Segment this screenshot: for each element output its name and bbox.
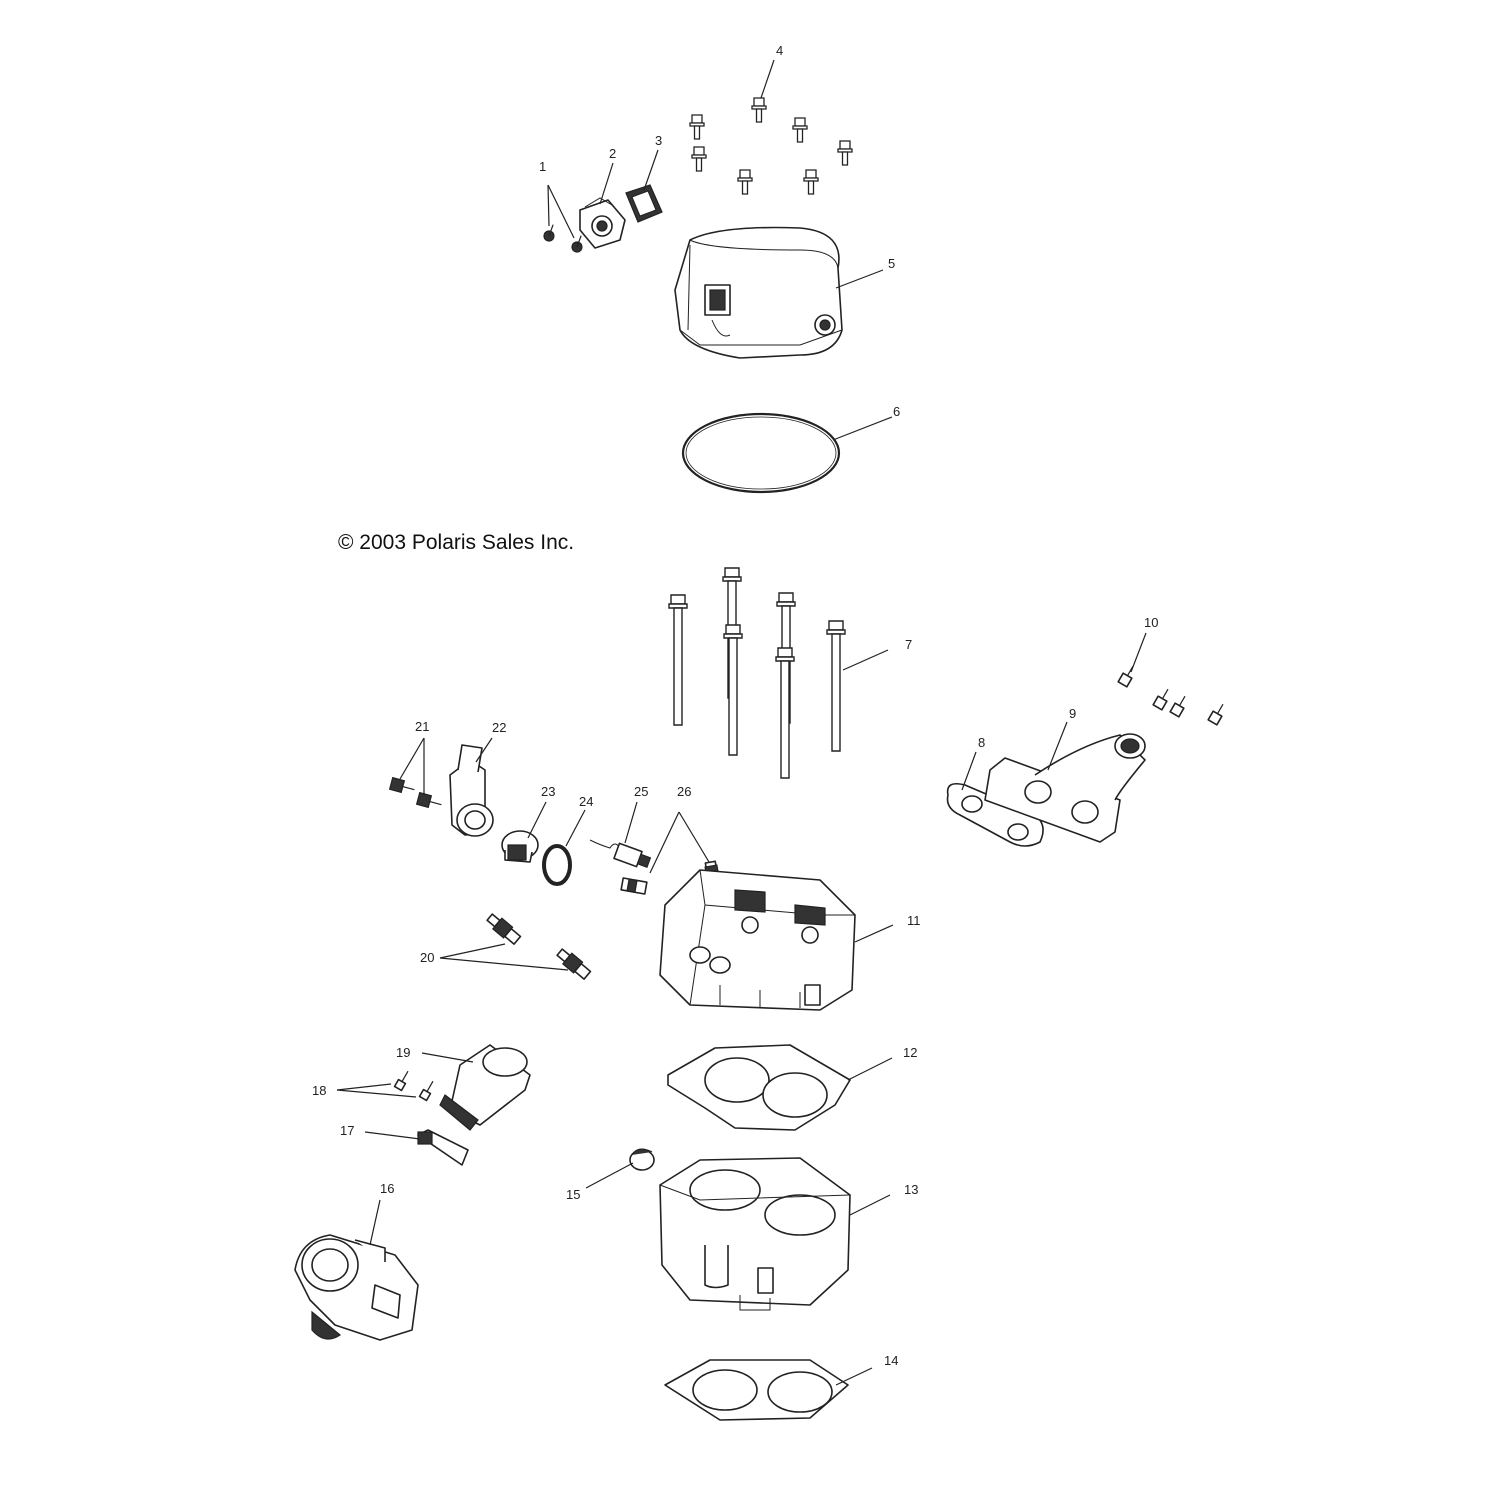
- exhaust-manifold: [984, 733, 1146, 843]
- plug: [629, 1148, 655, 1171]
- callout-12: 12: [903, 1045, 917, 1060]
- callout-25: 25: [634, 784, 648, 799]
- thermostat-seal: [542, 844, 572, 886]
- callout-2: 2: [609, 146, 616, 161]
- callout-20: 20: [420, 950, 434, 965]
- callout-10: 10: [1144, 615, 1158, 630]
- callout-7: 7: [905, 637, 912, 652]
- callout-14: 14: [884, 1353, 898, 1368]
- temperature-sensor: [589, 839, 652, 868]
- clamp: [417, 1129, 469, 1166]
- small-screws: [543, 224, 583, 253]
- head-gasket: [667, 1044, 851, 1131]
- exhaust-gasket: [946, 782, 1044, 847]
- callout-1: 1: [539, 159, 546, 174]
- copyright-notice: © 2003 Polaris Sales Inc.: [338, 531, 574, 554]
- sensor-housing: [579, 197, 626, 249]
- callout-19: 19: [396, 1045, 410, 1060]
- callout-26: 26: [677, 784, 691, 799]
- cylinder: [659, 1157, 851, 1311]
- callout-21: 21: [415, 719, 429, 734]
- callout-3: 3: [655, 133, 662, 148]
- thermostat-housing: [449, 744, 494, 837]
- spark-plugs: [486, 913, 592, 980]
- base-gasket: [664, 1359, 849, 1421]
- callout-9: 9: [1069, 706, 1076, 721]
- callout-18: 18: [312, 1083, 326, 1098]
- callout-24: 24: [579, 794, 593, 809]
- leader-lines: [336, 59, 1147, 1386]
- throttle-body: [294, 1234, 419, 1341]
- callout-4: 4: [776, 43, 783, 58]
- callout-5: 5: [888, 256, 895, 271]
- callout-8: 8: [978, 735, 985, 750]
- o-ring: [681, 412, 841, 494]
- callout-17: 17: [340, 1123, 354, 1138]
- callout-23: 23: [541, 784, 555, 799]
- callout-22: 22: [492, 720, 506, 735]
- thermostat-bolts: [388, 776, 442, 809]
- sensor-gasket: [625, 184, 663, 223]
- callout-6: 6: [893, 404, 900, 419]
- head-bolts: [668, 567, 846, 779]
- thermostat: [501, 830, 539, 863]
- boot-screws: [393, 1070, 434, 1102]
- callout-15: 15: [566, 1187, 580, 1202]
- cylinder-head: [659, 869, 856, 1011]
- callout-16: 16: [380, 1181, 394, 1196]
- intake-boot: [439, 1044, 531, 1131]
- cover-bolts: [689, 97, 853, 195]
- manifold-bolts: [1117, 665, 1224, 726]
- callout-11: 11: [907, 913, 921, 928]
- callout-13: 13: [904, 1182, 918, 1197]
- valve-cover: [674, 226, 843, 359]
